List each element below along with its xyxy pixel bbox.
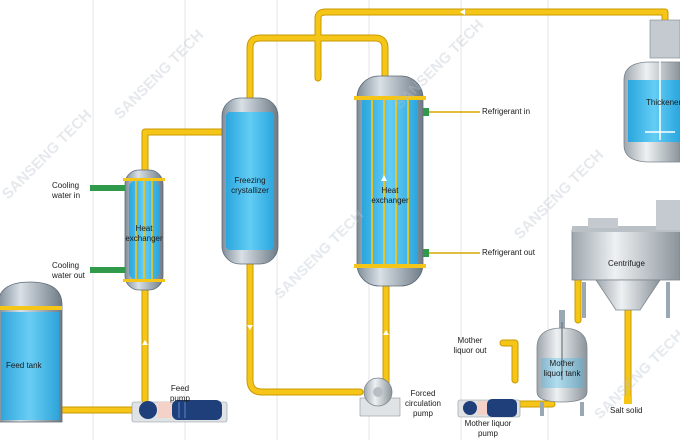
freezing-crystallizer[interactable]: [221, 97, 279, 265]
mother-liquor-tank-label: Mother liquor tank: [543, 359, 581, 378]
pipe-network: [58, 8, 669, 414]
cooling-water-in-label: Cooling water in: [52, 181, 81, 200]
mother-liquor-pump[interactable]: [457, 399, 521, 418]
heat-exchanger-small[interactable]: [90, 169, 165, 291]
watermark-text: SANSENG TECH: [271, 207, 367, 303]
feed-pump-label: Feed pump: [169, 384, 190, 403]
heat-exchanger-small-label: Heat exchanger: [125, 224, 163, 243]
watermark-text: SANSENG TECH: [391, 17, 487, 113]
mother-liquor-pump-label: Mother liquor pump: [464, 419, 512, 438]
centrifuge-label: Centrifuge: [608, 259, 645, 268]
freezing-crystallizer-label: Freezing crystallizer: [231, 176, 269, 195]
mother-liquor-tank[interactable]: [536, 310, 588, 416]
thickener[interactable]: [623, 19, 680, 230]
feed-tank[interactable]: [0, 281, 63, 423]
feed-pump[interactable]: [131, 400, 228, 423]
salt-solid-outlet: [624, 396, 632, 404]
forced-circulation-pump[interactable]: [359, 377, 401, 417]
thickener-label: Thickener: [646, 98, 680, 107]
salt-solid-label: Salt solid: [610, 406, 643, 415]
heat-exchanger-large-label: Heat exchanger: [371, 186, 409, 205]
heat-exchanger-large[interactable]: [354, 75, 429, 287]
feed-tank-label: Feed tank: [6, 361, 42, 370]
mother-liquor-out-label: Mother liquor out: [453, 336, 487, 355]
cooling-water-out-label: Cooling water out: [52, 261, 85, 280]
centrifuge[interactable]: [571, 218, 680, 318]
flow-arrows: [142, 9, 465, 345]
forced-circulation-pump-label: Forced circulation pump: [404, 389, 441, 418]
refrigerant-out-label: Refrigerant out: [482, 248, 535, 257]
utility-lines: [425, 111, 480, 254]
watermark-text: SANSENG TECH: [111, 27, 207, 123]
refrigerant-in-label: Refrigerant in: [482, 107, 531, 116]
